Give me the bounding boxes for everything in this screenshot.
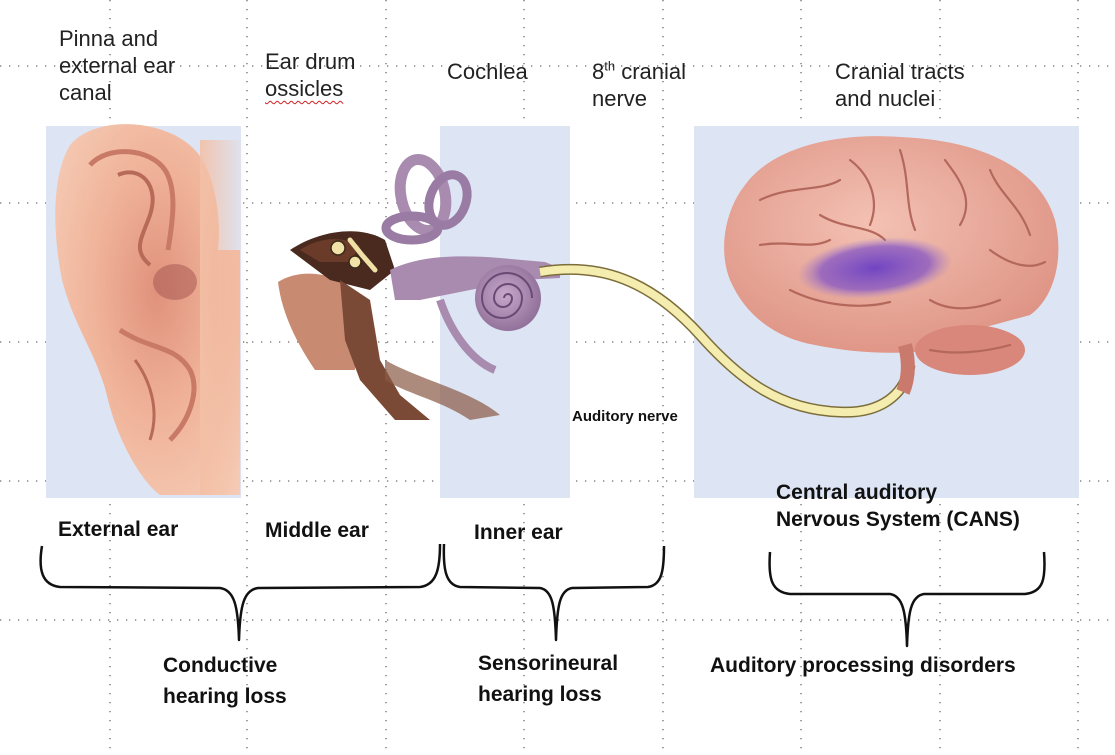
external-ear-label: External ear [58,516,178,543]
cranial-nerve-label: 8th cranial nerve [592,58,686,112]
inner-ear-drawing [386,155,560,370]
outer-ear-drawing [55,124,245,495]
pinna-label: Pinna and external ear canal [59,25,175,106]
cochlea-label: Cochlea [447,58,528,85]
inner-ear-label: Inner ear [474,519,563,546]
braces [41,544,1045,646]
eardrum-label: Ear drum ossicles [265,48,355,102]
sensorineural-hearing-loss-label: Sensorineural hearing loss [478,650,618,708]
auditory-nerve-label: Auditory nerve [572,408,678,425]
conductive-hearing-loss-label: Conductive hearing loss [163,652,287,710]
auditory-processing-disorders-label: Auditory processing disorders [710,652,1016,679]
cans-label: Central auditory Nervous System (CANS) [776,479,1020,533]
spellcheck-underlined-word: ossicles [265,76,343,101]
brain-drawing [724,136,1058,392]
cranial-tracts-label: Cranial tracts and nuclei [835,58,965,112]
middle-ear-label: Middle ear [265,517,369,544]
